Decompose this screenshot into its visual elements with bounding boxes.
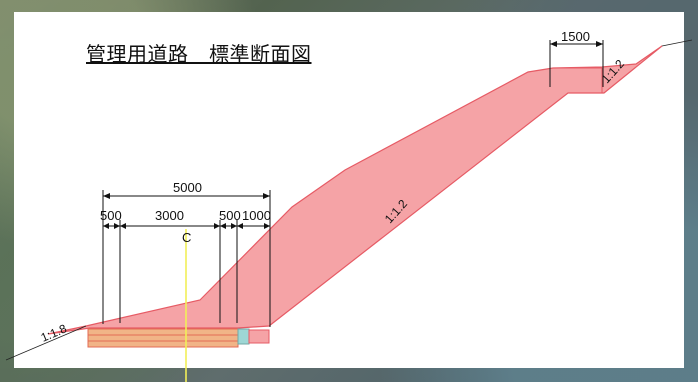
overall-width-label: 5000 xyxy=(173,180,202,195)
left-ground-line xyxy=(5,325,87,361)
left-shoulder-label: 500 xyxy=(100,208,122,223)
road-width-label: 3000 xyxy=(155,208,184,223)
excavation-area xyxy=(47,45,663,335)
center-mark: C xyxy=(182,230,191,245)
left-slope-label: 1:1.8 xyxy=(39,321,69,344)
bench-width-label: 1500 xyxy=(561,29,590,44)
right-ground-line xyxy=(661,39,693,47)
curb xyxy=(248,329,270,344)
drawing-title: 管理用道路 標準断面図 xyxy=(86,43,312,66)
right-edge-label: 1000 xyxy=(242,208,271,223)
drain xyxy=(237,328,250,345)
road-base xyxy=(87,328,239,348)
right-shoulder-label: 500 xyxy=(219,208,241,223)
